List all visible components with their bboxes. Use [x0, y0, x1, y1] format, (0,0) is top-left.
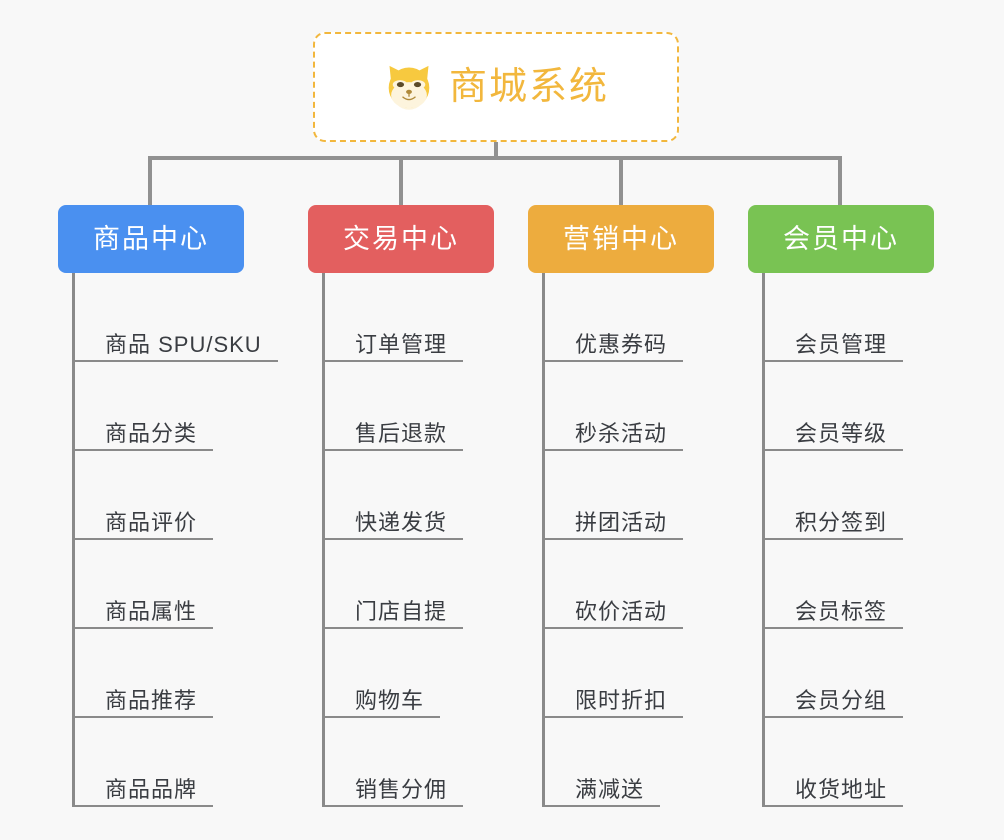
- list-item-label: 满减送: [575, 777, 645, 802]
- branch-column-1: 交易中心 订单管理 售后退款 快递发货 门店自提 购物车: [308, 205, 552, 807]
- list-item-rule: [75, 716, 213, 718]
- list-item-rule: [75, 538, 213, 540]
- list-item[interactable]: 优惠券码: [545, 273, 772, 362]
- list-item[interactable]: 秒杀活动: [545, 362, 772, 451]
- list-item[interactable]: 销售分佣: [325, 718, 552, 807]
- branch-column-0: 商品中心 商品 SPU/SKU 商品分类 商品评价 商品属性 商品推荐: [58, 205, 302, 807]
- list-item-rule: [765, 716, 903, 718]
- list-item-rule: [545, 538, 683, 540]
- list-item-rule: [545, 716, 683, 718]
- list-item-rule: [325, 627, 463, 629]
- list-item-label: 会员标签: [795, 599, 888, 624]
- list-item-rule: [545, 449, 683, 451]
- list-item-rule: [75, 627, 213, 629]
- branch-header-label: 会员中心: [783, 223, 899, 254]
- list-item-label: 拼团活动: [575, 510, 668, 535]
- list-item[interactable]: 收货地址: [765, 718, 992, 807]
- list-item-label: 砍价活动: [575, 599, 668, 624]
- list-item[interactable]: 购物车: [325, 629, 552, 718]
- list-item[interactable]: 商品品牌: [75, 718, 302, 807]
- list-item-label: 收货地址: [795, 777, 888, 802]
- list-item[interactable]: 售后退款: [325, 362, 552, 451]
- connector-bus: [148, 156, 842, 160]
- list-item[interactable]: 拼团活动: [545, 451, 772, 540]
- list-item-rule: [545, 805, 660, 807]
- list-item[interactable]: 会员标签: [765, 540, 992, 629]
- branch-header-label: 交易中心: [343, 223, 459, 254]
- list-item-rule: [545, 627, 683, 629]
- list-item-rule: [75, 805, 213, 807]
- branch-header-3[interactable]: 会员中心: [748, 205, 934, 273]
- connector-root-stem: [494, 142, 498, 160]
- list-item-label: 秒杀活动: [575, 421, 668, 446]
- branch-column-3: 会员中心 会员管理 会员等级 积分签到 会员标签 会员分组: [748, 205, 992, 807]
- list-item-rule: [75, 449, 213, 451]
- list-item-rule: [545, 360, 683, 362]
- branch-column-2: 营销中心 优惠券码 秒杀活动 拼团活动 砍价活动 限时折扣: [528, 205, 772, 807]
- list-item[interactable]: 商品属性: [75, 540, 302, 629]
- list-item-label: 商品推荐: [105, 688, 198, 713]
- shiba-dog-icon: [383, 61, 435, 113]
- root-title: 商城系统: [448, 66, 609, 108]
- list-item-rule: [765, 538, 903, 540]
- list-item-label: 商品分类: [105, 421, 198, 446]
- list-item-label: 订单管理: [355, 332, 448, 357]
- list-item-rule: [75, 360, 278, 362]
- branch-header-1[interactable]: 交易中心: [308, 205, 494, 273]
- list-item[interactable]: 满减送: [545, 718, 772, 807]
- list-item[interactable]: 会员管理: [765, 273, 992, 362]
- list-item-label: 会员管理: [795, 332, 888, 357]
- list-item[interactable]: 限时折扣: [545, 629, 772, 718]
- list-item-rule: [325, 805, 463, 807]
- list-item[interactable]: 商品推荐: [75, 629, 302, 718]
- list-item-label: 会员等级: [795, 421, 888, 446]
- branch-header-label: 商品中心: [93, 223, 209, 254]
- connector-drop-1: [148, 156, 152, 206]
- root-node-shop-system[interactable]: 商城系统: [313, 32, 679, 142]
- branch-items-2: 优惠券码 秒杀活动 拼团活动 砍价活动 限时折扣 满减送: [542, 273, 772, 807]
- list-item-rule: [765, 449, 903, 451]
- list-item-rule: [325, 449, 463, 451]
- connector-drop-4: [838, 156, 842, 206]
- list-item-rule: [765, 360, 903, 362]
- list-item-label: 快递发货: [355, 510, 448, 535]
- list-item[interactable]: 会员分组: [765, 629, 992, 718]
- list-item[interactable]: 商品评价: [75, 451, 302, 540]
- branch-header-0[interactable]: 商品中心: [58, 205, 244, 273]
- connector-drop-2: [399, 156, 403, 206]
- list-item[interactable]: 门店自提: [325, 540, 552, 629]
- list-item-label: 销售分佣: [355, 777, 448, 802]
- list-item-rule: [765, 805, 903, 807]
- list-item[interactable]: 商品 SPU/SKU: [75, 273, 302, 362]
- list-item[interactable]: 订单管理: [325, 273, 552, 362]
- list-item[interactable]: 会员等级: [765, 362, 992, 451]
- list-item-label: 商品品牌: [105, 777, 198, 802]
- branch-items-3: 会员管理 会员等级 积分签到 会员标签 会员分组 收货地址: [762, 273, 992, 807]
- list-item[interactable]: 快递发货: [325, 451, 552, 540]
- list-item[interactable]: 商品分类: [75, 362, 302, 451]
- list-item-rule: [325, 538, 463, 540]
- list-item-rule: [765, 627, 903, 629]
- branch-items-0: 商品 SPU/SKU 商品分类 商品评价 商品属性 商品推荐 商品品牌: [72, 273, 302, 807]
- list-item-label: 会员分组: [795, 688, 888, 713]
- list-item-label: 商品属性: [105, 599, 198, 624]
- list-item-rule: [325, 360, 463, 362]
- list-item-rule: [325, 716, 440, 718]
- connector-drop-3: [619, 156, 623, 206]
- branch-header-label: 营销中心: [563, 223, 679, 254]
- branch-items-1: 订单管理 售后退款 快递发货 门店自提 购物车 销售分佣: [322, 273, 552, 807]
- branch-header-2[interactable]: 营销中心: [528, 205, 714, 273]
- list-item-label: 商品 SPU/SKU: [105, 332, 262, 357]
- list-item-label: 门店自提: [355, 599, 448, 624]
- list-item-label: 商品评价: [105, 510, 198, 535]
- list-item-label: 积分签到: [795, 510, 888, 535]
- list-item-label: 购物车: [355, 688, 425, 713]
- list-item-label: 优惠券码: [575, 332, 668, 357]
- list-item[interactable]: 砍价活动: [545, 540, 772, 629]
- list-item-label: 限时折扣: [575, 688, 668, 713]
- list-item[interactable]: 积分签到: [765, 451, 992, 540]
- list-item-label: 售后退款: [355, 421, 448, 446]
